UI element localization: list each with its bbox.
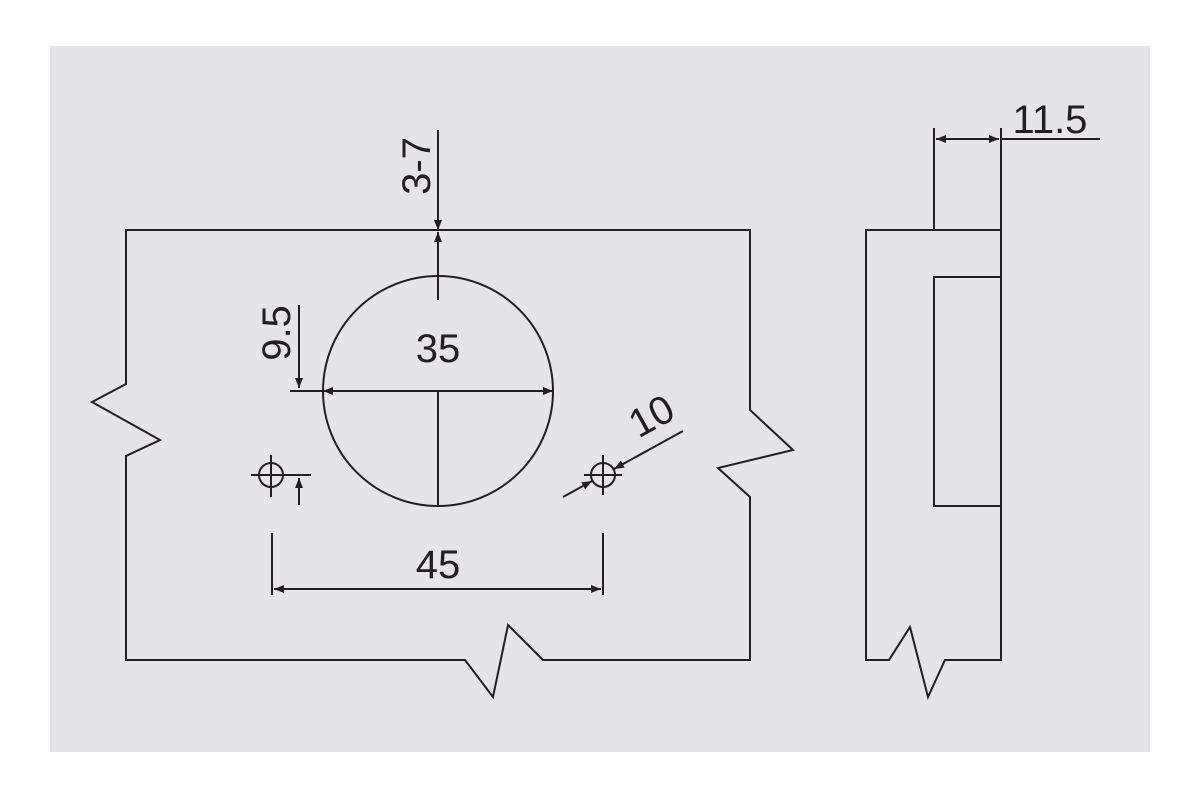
edge-distance-label: 3-7 xyxy=(395,137,439,195)
hole-offset-label: 9.5 xyxy=(255,305,299,361)
cup-depth-cutout xyxy=(933,276,1002,507)
front-view-panel xyxy=(89,229,796,700)
right-screw-hole xyxy=(584,455,622,495)
cup-depth-label: 11.5 xyxy=(1013,98,1088,142)
diagram-background xyxy=(50,46,1150,752)
cup-diameter-label: 35 xyxy=(416,327,461,371)
hole-diameter-leader-lower xyxy=(562,480,593,498)
left-screw-hole xyxy=(251,455,311,497)
hole-spacing-label: 45 xyxy=(416,543,461,587)
hole-diameter-leader-upper xyxy=(613,430,684,470)
